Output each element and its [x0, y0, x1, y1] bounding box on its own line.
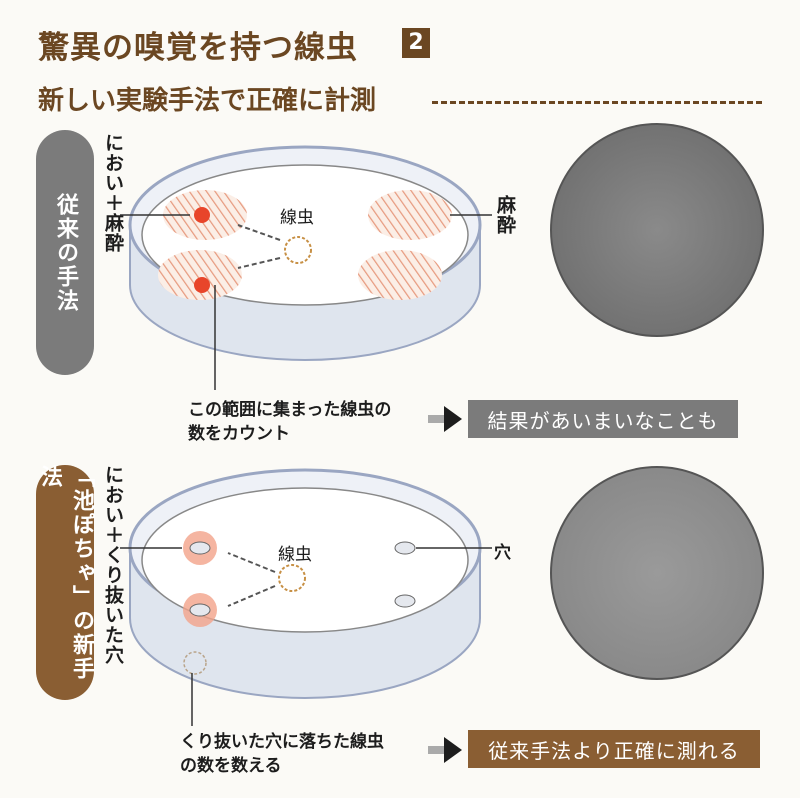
old-method-photo — [550, 123, 764, 337]
odor-zone — [158, 250, 242, 300]
old-caption-line1: この範囲に集まった線虫の — [188, 400, 392, 420]
odor-dot — [194, 207, 210, 223]
anesthesia-zone — [358, 250, 442, 300]
section-number: 2 — [402, 28, 430, 58]
hole-label: 穴 — [494, 543, 511, 563]
old-method-badge: 従来の手法 — [36, 130, 94, 375]
anesthesia-zone — [368, 190, 452, 240]
odor-dot — [194, 277, 210, 293]
new-caption-line1: くり抜いた穴に落ちた線虫 — [180, 732, 384, 752]
nematode-cluster — [278, 564, 306, 592]
new-method-photo — [550, 466, 764, 680]
new-petri-dish — [120, 468, 492, 726]
hole — [189, 603, 211, 617]
subtitle: 新しい実験手法で正確に計測 — [38, 86, 377, 116]
page-title: 驚異の嗅覚を持つ線虫 — [38, 30, 358, 66]
old-petri-dish — [120, 145, 492, 390]
fallen-nematodes — [183, 651, 207, 675]
hole — [189, 541, 211, 555]
hole — [394, 594, 416, 608]
new-method-badge: 「池ぽちゃ」の新手法 — [36, 465, 94, 700]
old-caption: この範囲に集まった線虫の 数をカウント — [188, 398, 391, 446]
dashed-divider — [432, 101, 762, 104]
new-caption-line2: の数を数える — [180, 756, 282, 776]
old-caption-line2: 数をカウント — [188, 424, 290, 444]
new-result: 従来手法より正確に測れる — [468, 730, 760, 768]
old-result: 結果があいまいなことも — [468, 400, 738, 438]
hole — [394, 541, 416, 555]
anesthesia-label: 麻酔 — [494, 195, 516, 235]
old-nematode-label: 線虫 — [280, 208, 314, 228]
new-nematode-label: 線虫 — [278, 545, 312, 565]
nematode-cluster — [284, 236, 312, 264]
arrow-right-icon — [428, 737, 462, 763]
arrow-right-icon — [428, 406, 462, 432]
new-caption: くり抜いた穴に落ちた線虫 の数を数える — [180, 730, 384, 778]
old-side-label: におい＋麻酔 — [102, 133, 124, 253]
new-side-label: におい＋くり抜いた穴 — [102, 465, 124, 665]
